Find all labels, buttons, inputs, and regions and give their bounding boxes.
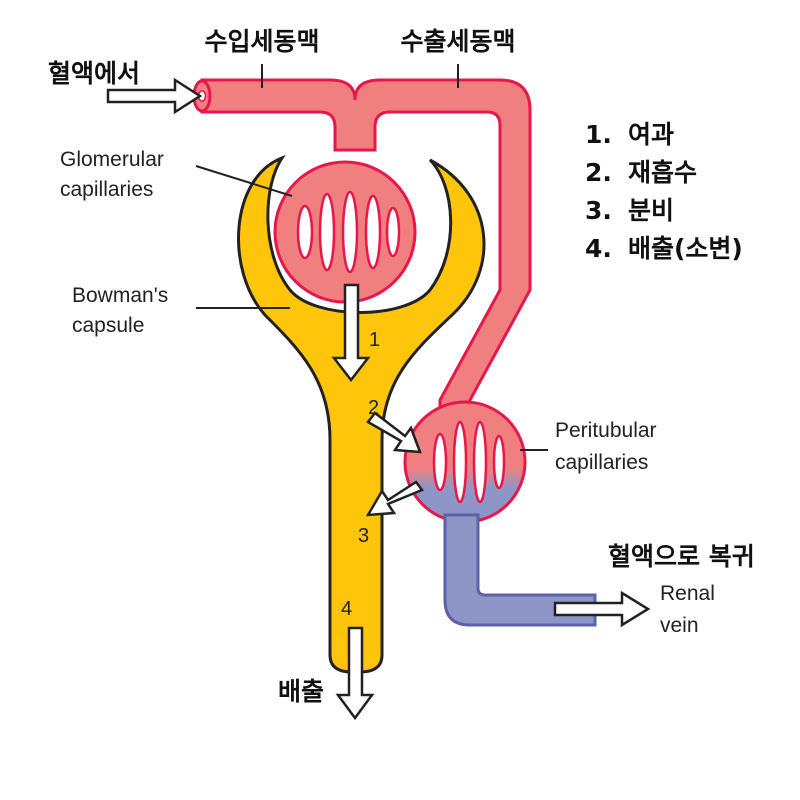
peritubular-label-1: Peritubular: [555, 419, 657, 442]
legend-label-4: 배출(소변): [628, 234, 743, 263]
step-marker-4: 4: [341, 598, 352, 620]
legend-label-2: 재흡수: [628, 158, 697, 187]
glomerular-label-2: capillaries: [60, 178, 153, 201]
step-marker-2: 2: [368, 397, 379, 419]
legend-num-2: 2.: [585, 158, 612, 187]
legend-num-4: 4.: [585, 234, 612, 263]
efferent-label: 수출세동맥: [400, 27, 515, 56]
renal-vein-label-1: Renal: [660, 582, 715, 605]
blood-vessel: [200, 78, 532, 472]
legend-num-3: 3.: [585, 196, 612, 225]
renal-vein-vessel: [443, 513, 597, 627]
afferent-label: 수입세동맥: [204, 27, 319, 56]
peritubular-loops: [432, 420, 506, 504]
return-blood-label: 혈액으로 복귀: [608, 542, 755, 571]
excretion-label: 배출: [278, 677, 324, 706]
renal-vein-label-2: vein: [660, 614, 699, 637]
bowman-label-2: capsule: [72, 314, 144, 337]
step-marker-3: 3: [358, 525, 369, 547]
legend-num-1: 1.: [585, 120, 612, 149]
secretion-arrow: [365, 480, 424, 517]
bowman-label-1: Bowman's: [72, 284, 168, 307]
legend-label-3: 분비: [628, 196, 674, 225]
from-blood-label: 혈액에서: [48, 59, 140, 88]
filtration-arrow: [331, 283, 371, 383]
inflow-arrow: [106, 77, 203, 115]
legend-label-1: 여과: [628, 120, 674, 149]
glomerulus-loops: [296, 190, 401, 274]
excretion-arrow: [335, 626, 375, 721]
glomerular-label-1: Glomerular: [60, 148, 164, 171]
step-marker-1: 1: [369, 329, 380, 351]
outflow-arrow: [553, 590, 651, 628]
steps-legend: 1. 여과 2. 재흡수 3. 분비 4. 배출(소변): [585, 120, 743, 263]
glomerular-leader: [195, 165, 293, 197]
peritubular-label-2: capillaries: [555, 451, 648, 474]
reabsorption-arrow: [366, 411, 422, 454]
